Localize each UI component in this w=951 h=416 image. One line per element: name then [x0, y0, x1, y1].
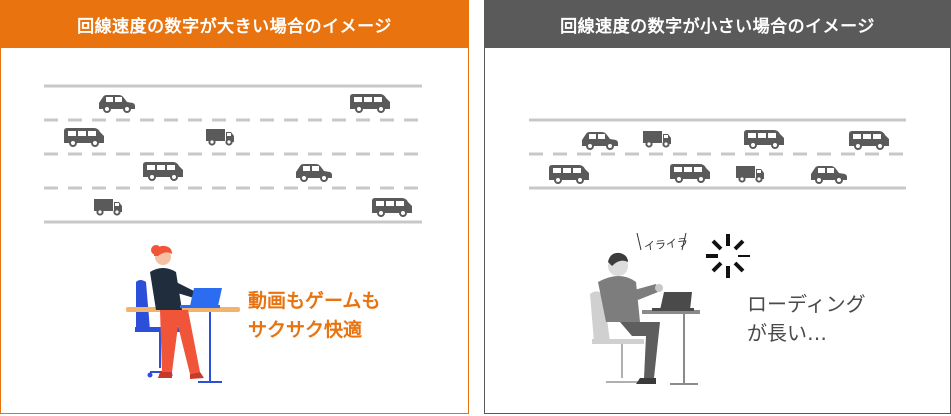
car-icon [581, 131, 619, 150]
car-icon [810, 165, 848, 184]
fast-caption-line1: 動画もゲームも [248, 290, 381, 312]
fast-caption: 動画もゲームも サクサク快適 [248, 287, 380, 345]
van-icon [349, 93, 391, 113]
truck-icon [93, 198, 123, 216]
truck-icon [642, 130, 672, 148]
van-icon [548, 164, 590, 184]
slow-caption-line2: が長い… [747, 321, 827, 345]
slow-highway [529, 118, 906, 190]
truck-icon [735, 165, 765, 183]
van-icon [669, 163, 711, 183]
slow-caption-line1: ローディング [747, 292, 866, 316]
fast-highway [44, 84, 422, 224]
van-icon [142, 161, 184, 181]
slow-vehicles [548, 129, 890, 184]
van-icon [371, 197, 413, 217]
loading-spinner-icon [706, 234, 750, 278]
car-icon [295, 163, 333, 182]
fast-caption-line2: サクサク快適 [248, 319, 363, 341]
car-icon [98, 94, 136, 113]
slow-caption: ローディング が長い… [747, 290, 866, 348]
van-icon [63, 127, 105, 147]
van-icon [848, 130, 890, 150]
frustrated-user-illustration [590, 232, 700, 385]
truck-icon [205, 128, 235, 146]
happy-user-illustration [126, 245, 240, 383]
van-icon [743, 129, 785, 149]
slow-panel-title: 回線速度の数字が小さい場合のイメージ [484, 0, 951, 48]
fast-panel-title: 回線速度の数字が大きい場合のイメージ [0, 0, 469, 48]
